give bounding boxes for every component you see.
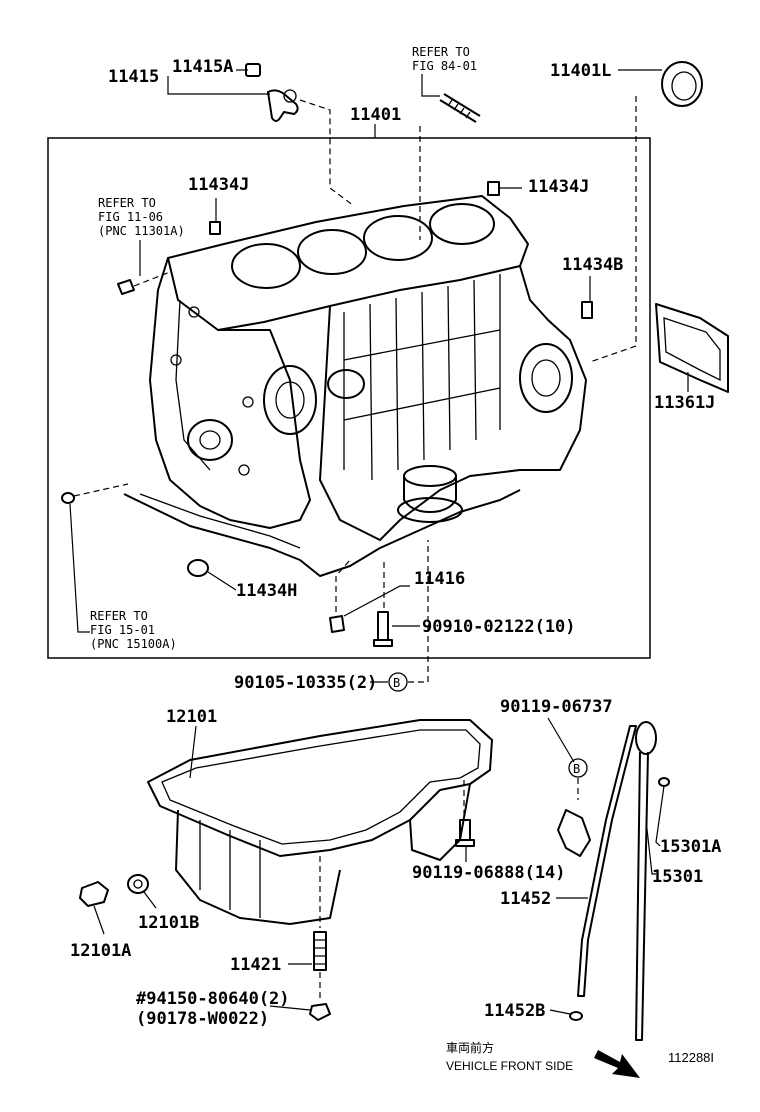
- figure-id: 112288I: [668, 1050, 714, 1065]
- ref-fig-15-01-line3: (PNC 15100A): [90, 637, 177, 651]
- pin-11-06: [117, 240, 171, 295]
- label-90119-06888: 90119-06888(14): [412, 863, 566, 883]
- ref-fig-11-06-line1: REFER TO: [98, 196, 156, 210]
- label-90119-06737: 90119-06737: [500, 697, 613, 717]
- label-11421: 11421: [230, 955, 281, 975]
- label-11401L: 11401L: [550, 61, 611, 81]
- ref-fig-15-01-line1: REFER TO: [90, 609, 148, 623]
- label-11415: 11415: [108, 67, 159, 87]
- marker-b-1: [370, 540, 429, 692]
- label-11416: 11416: [414, 569, 465, 589]
- pin-15-01: [61, 483, 129, 633]
- ref-fig-11-06-line2: FIG 11-06: [98, 210, 163, 224]
- marker-b-2: [568, 758, 588, 778]
- label-90105-10335: 90105-10335(2): [234, 673, 377, 693]
- vehicle-front-arrow-icon: [594, 1050, 640, 1078]
- stud-bolt-84-01: [419, 74, 481, 240]
- label-11434J-right: 11434J: [528, 177, 589, 197]
- ref-fig-84-01-line2: FIG 84-01: [412, 59, 477, 73]
- label-11415A: 11415A: [172, 57, 233, 77]
- label-11434B: 11434B: [562, 255, 623, 275]
- ref-fig-84-01-line1: REFER TO: [412, 45, 470, 59]
- label-12101B: 12101B: [138, 913, 199, 933]
- label-11452B: 11452B: [484, 1001, 545, 1021]
- stud-11421: [288, 856, 327, 1000]
- gasket-12101B: [127, 874, 157, 909]
- label-15301: 15301: [652, 867, 703, 887]
- vehicle-front-jp: 車両前方: [446, 1040, 494, 1055]
- oil-pan-12101: [147, 719, 493, 925]
- label-15301A: 15301A: [660, 837, 721, 857]
- drain-plug-12101A: [79, 881, 109, 935]
- plug-11434H: [187, 559, 237, 591]
- vehicle-front-en: VEHICLE FRONT SIDE: [446, 1059, 573, 1073]
- marker-b-1-text: B: [393, 676, 400, 690]
- ref-fig-11-06-line3: (PNC 11301A): [98, 224, 185, 238]
- label-11434H: 11434H: [236, 581, 297, 601]
- label-11452: 11452: [500, 889, 551, 909]
- o-ring-11452B: [569, 1011, 583, 1021]
- nut-94150-80640: [269, 1003, 331, 1021]
- oil-seal-11401L: [589, 61, 703, 363]
- plug-11434J-left: [209, 221, 221, 235]
- label-90178-W0022: (90178-W0022): [136, 1009, 269, 1029]
- label-11361J: 11361J: [654, 393, 715, 413]
- plug-11434J-right: [487, 181, 500, 196]
- dipstick-15301: [635, 721, 657, 1041]
- bolt-90910-02122: [373, 560, 420, 647]
- plug-11434B: [581, 301, 593, 319]
- cover-11361J: [655, 303, 729, 393]
- ref-fig-15-01-line2: FIG 15-01: [90, 623, 155, 637]
- plug-11416: [329, 559, 410, 633]
- dipstick-guide-11452: [557, 725, 637, 997]
- bolt-90119-06888: [455, 780, 475, 862]
- label-12101A: 12101A: [70, 941, 131, 961]
- o-ring-15301A: [658, 777, 670, 787]
- cylinder-block-11401: [123, 195, 587, 577]
- marker-b-2-text: B: [573, 762, 580, 776]
- label-12101: 12101: [166, 707, 217, 727]
- label-90910-02122: 90910-02122(10): [422, 617, 576, 637]
- label-94150-80640: #94150-80640(2): [136, 989, 290, 1009]
- label-11401: 11401: [350, 105, 401, 125]
- part-11415-assembly: [167, 63, 355, 207]
- cylinder-block-frame: [47, 137, 651, 659]
- label-11434J-left: 11434J: [188, 175, 249, 195]
